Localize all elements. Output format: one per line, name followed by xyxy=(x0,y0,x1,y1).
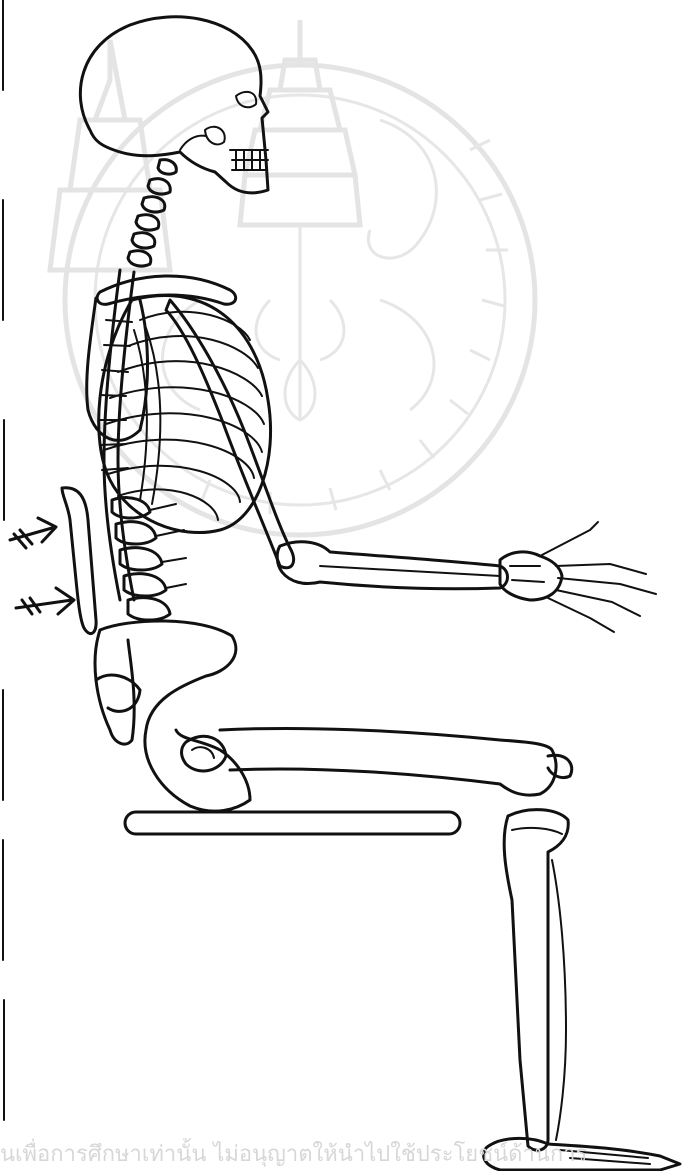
femur xyxy=(220,728,572,795)
university-seal-watermark xyxy=(50,20,535,535)
pelvis xyxy=(95,621,250,811)
watermark-caption: นเพื่อการศึกษาเท่านั้น ไม่อนุญาตให้นำไปใ… xyxy=(0,1138,696,1171)
lumbar-support-backrest xyxy=(62,488,96,634)
seat-pan xyxy=(125,812,460,834)
scan-edge-marks xyxy=(3,0,4,1120)
forearm xyxy=(277,542,507,589)
pressure-arrow-lower xyxy=(16,588,74,614)
hand xyxy=(500,522,656,632)
pressure-arrow-upper xyxy=(10,518,56,548)
lower-leg xyxy=(504,810,568,1151)
